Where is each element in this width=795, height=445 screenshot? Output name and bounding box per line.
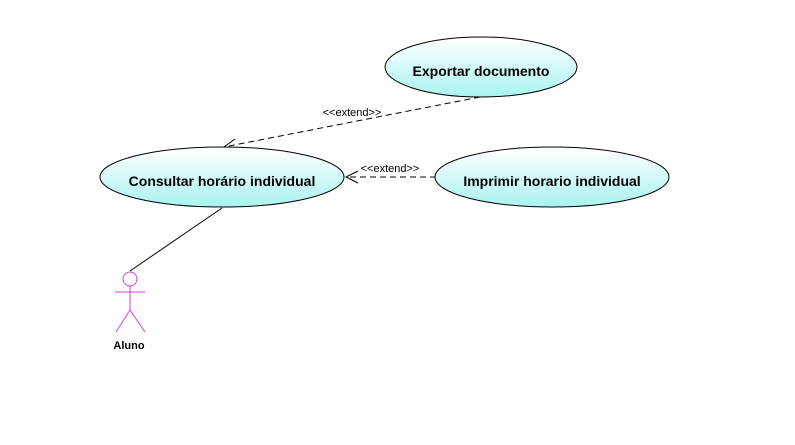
stick-figure-icon <box>115 271 146 333</box>
usecase-ellipse <box>384 36 578 98</box>
usecase-consultar-horario-individual[interactable]: Consultar horário individual <box>99 146 345 208</box>
usecase-label: Exportar documento <box>413 63 550 79</box>
usecase-ellipse <box>434 146 670 208</box>
extend-relation-imprimir[interactable]: <<extend>> <box>344 163 436 184</box>
extend-dashed-line <box>223 96 481 148</box>
actor-aluno[interactable]: Aluno <box>113 271 146 352</box>
extend-relation-exportar[interactable]: <<extend>> <box>222 96 481 150</box>
extend-label-imprimir: <<extend>> <box>361 163 420 175</box>
actor-label: Aluno <box>113 340 144 352</box>
usecase-imprimir-horario-individual[interactable]: Imprimir horario individual <box>434 146 670 208</box>
usecase-exportar-documento[interactable]: Exportar documento <box>384 36 578 98</box>
usecase-ellipse <box>99 146 345 208</box>
usecase-label: Imprimir horario individual <box>463 173 640 189</box>
association-line[interactable] <box>129 207 223 272</box>
extend-arrowhead <box>344 170 359 184</box>
extend-label-exportar: <<extend>> <box>323 107 382 119</box>
usecase-label: Consultar horário individual <box>129 173 316 189</box>
